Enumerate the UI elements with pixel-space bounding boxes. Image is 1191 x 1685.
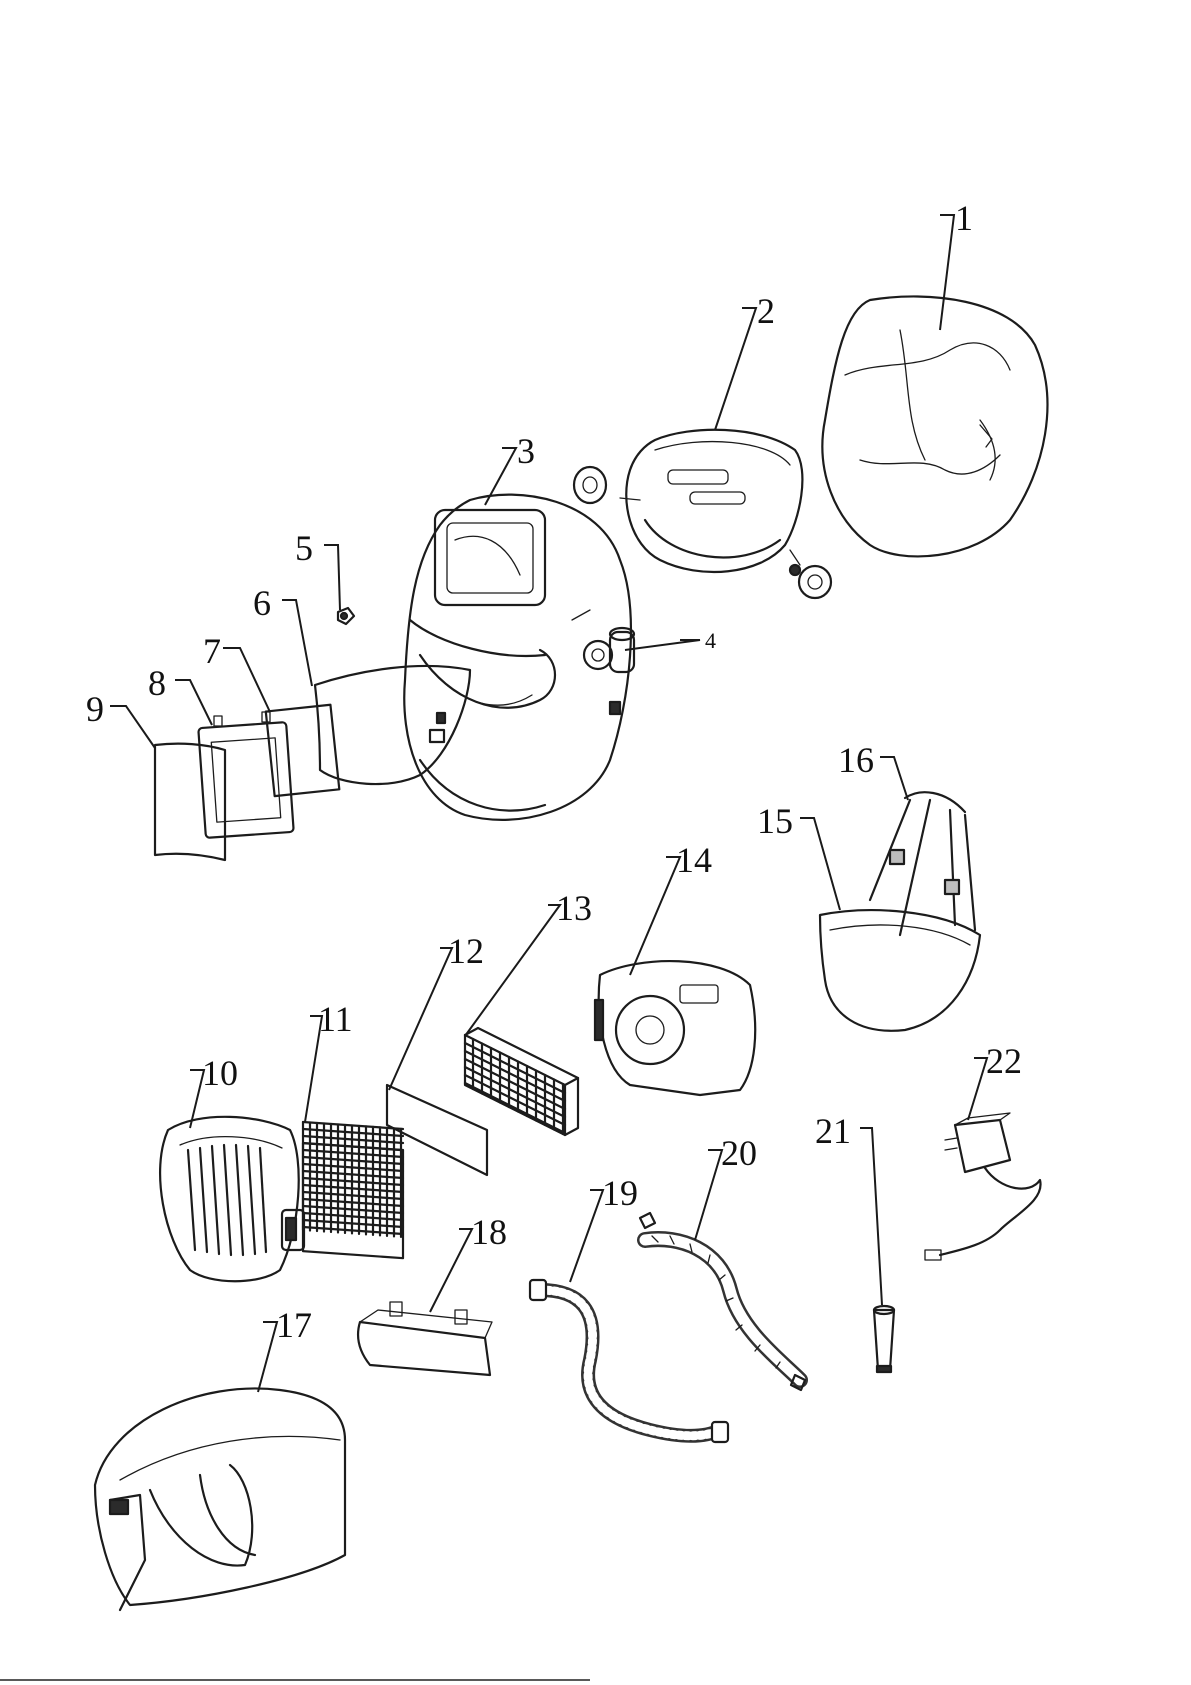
part-7-inner-lens — [266, 705, 340, 796]
callout-6: 6 — [253, 583, 271, 623]
callout-17: 17 — [276, 1305, 312, 1345]
part-14-blower-unit — [595, 961, 755, 1095]
callout-21: 21 — [815, 1111, 851, 1151]
part-8-lens-frame — [198, 712, 293, 838]
part-17-storage-bag — [95, 1388, 345, 1610]
callout-4: 4 — [705, 628, 716, 653]
part-19-breathing-tube — [530, 1280, 728, 1442]
part-13-particle-filter — [465, 1028, 578, 1135]
callout-11: 11 — [318, 999, 353, 1039]
callout-2: 2 — [757, 291, 775, 331]
part-21-airflow-indicator — [874, 1306, 894, 1372]
part-10-front-housing — [160, 1117, 304, 1281]
callout-5: 5 — [295, 528, 313, 568]
callouts: 1 2 3 4 5 6 7 8 9 10 11 12 13 — [86, 198, 1022, 1392]
filter-grid-line — [465, 1083, 565, 1133]
callout-14: 14 — [676, 840, 712, 880]
part-20-tube-cover — [640, 1213, 805, 1390]
filter-grid-line — [465, 1075, 565, 1125]
callout-19: 19 — [602, 1173, 638, 1213]
callout-18: 18 — [471, 1212, 507, 1252]
part-22-charger — [925, 1113, 1041, 1260]
part-9-outer-cover-lens — [155, 744, 225, 860]
callout-3: 3 — [517, 431, 535, 471]
part-1-helmet-cover — [822, 296, 1047, 556]
part-3-helmet-shell — [404, 495, 631, 820]
callout-20: 20 — [721, 1133, 757, 1173]
callout-13: 13 — [556, 888, 592, 928]
part-5-clip — [338, 608, 354, 624]
callout-12: 12 — [448, 931, 484, 971]
part-18-battery — [358, 1302, 492, 1375]
callout-9: 9 — [86, 689, 104, 729]
callout-22: 22 — [986, 1041, 1022, 1081]
part-2-headband-harness — [574, 430, 831, 598]
callout-7: 7 — [203, 631, 221, 671]
callout-1: 1 — [955, 198, 973, 238]
filter-grid-line — [465, 1043, 565, 1093]
callout-16: 16 — [838, 740, 874, 780]
filter-grid-line — [465, 1059, 565, 1109]
part-15-belt-pad — [820, 910, 980, 1031]
callout-10: 10 — [202, 1053, 238, 1093]
callout-8: 8 — [148, 663, 166, 703]
callout-15: 15 — [757, 801, 793, 841]
part-11-prefilter-mesh — [303, 1122, 403, 1258]
